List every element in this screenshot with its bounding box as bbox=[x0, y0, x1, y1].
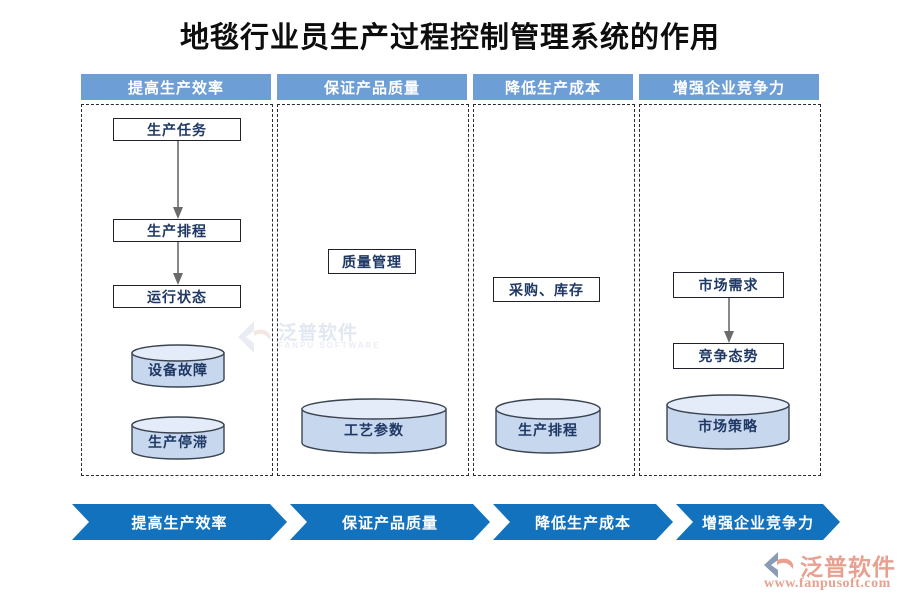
banner-chevron-4[interactable]: 增强企业竞争力 bbox=[676, 504, 840, 540]
box-competitive-landscape[interactable]: 竞争态势 bbox=[673, 343, 784, 369]
banner-label: 提高生产效率 bbox=[131, 514, 228, 532]
column-header-4: 增强企业竞争力 bbox=[639, 74, 819, 100]
column-panel-4 bbox=[639, 104, 821, 476]
brand-logo-icon bbox=[764, 552, 794, 578]
cylinder-label: 生产排程 bbox=[518, 421, 578, 438]
brand-logo: 泛普软件 www.fanpusoft.com bbox=[762, 550, 896, 594]
cylinder-production-stall[interactable]: 生产停滞 bbox=[131, 416, 225, 460]
column-panel-2 bbox=[277, 104, 469, 476]
banner-label: 增强企业竞争力 bbox=[701, 514, 814, 532]
cylinder-production-schedule[interactable]: 生产排程 bbox=[495, 398, 601, 454]
box-production-task[interactable]: 生产任务 bbox=[113, 118, 241, 141]
brand-logo-url: www.fanpusoft.com bbox=[764, 576, 891, 591]
box-purchase-inventory[interactable]: 采购、库存 bbox=[493, 277, 600, 302]
column-panel-1 bbox=[81, 104, 273, 476]
cylinder-process-parameters[interactable]: 工艺参数 bbox=[301, 398, 447, 454]
box-market-demand[interactable]: 市场需求 bbox=[673, 272, 784, 298]
column-header-1: 提高生产效率 bbox=[81, 74, 271, 100]
banner-chevron-2[interactable]: 保证产品质量 bbox=[290, 504, 490, 540]
column-header-2: 保证产品质量 bbox=[277, 74, 467, 100]
cylinder-label: 工艺参数 bbox=[344, 421, 404, 438]
column-header-3: 降低生产成本 bbox=[473, 74, 633, 100]
banner-chevron-3[interactable]: 降低生产成本 bbox=[493, 504, 673, 540]
page-title: 地毯行业员生产过程控制管理系统的作用 bbox=[179, 20, 720, 54]
box-running-status[interactable]: 运行状态 bbox=[113, 285, 241, 308]
brand-logo-text: 泛普软件 bbox=[800, 554, 896, 580]
column-panel-3 bbox=[473, 104, 635, 476]
cylinder-label: 市场策略 bbox=[698, 417, 758, 434]
arrow-task-to-schedule bbox=[170, 141, 186, 219]
banner-chevron-1[interactable]: 提高生产效率 bbox=[72, 504, 287, 540]
box-production-schedule[interactable]: 生产排程 bbox=[113, 219, 241, 242]
cylinder-label: 设备故障 bbox=[148, 361, 208, 378]
cylinder-label: 生产停滞 bbox=[148, 433, 208, 450]
banner-label: 保证产品质量 bbox=[341, 514, 438, 532]
arrow-schedule-to-status bbox=[170, 242, 186, 285]
arrow-demand-to-landscape bbox=[721, 298, 737, 343]
cylinder-market-strategy[interactable]: 市场策略 bbox=[666, 394, 790, 450]
cylinder-equipment-failure[interactable]: 设备故障 bbox=[131, 344, 225, 388]
box-quality-management[interactable]: 质量管理 bbox=[328, 249, 416, 274]
banner-label: 降低生产成本 bbox=[534, 514, 631, 532]
